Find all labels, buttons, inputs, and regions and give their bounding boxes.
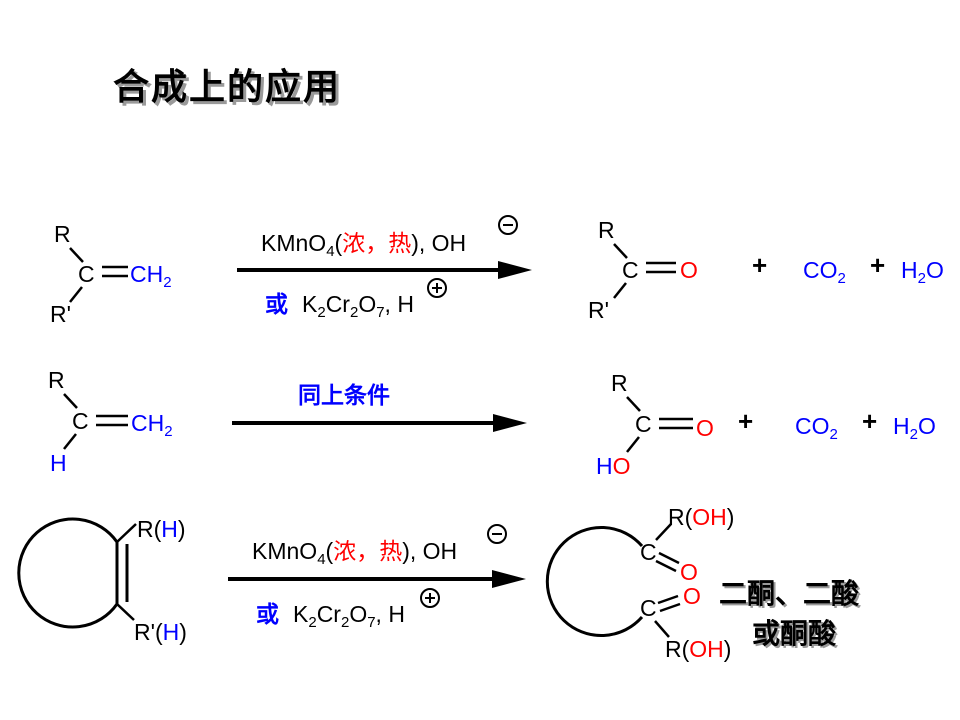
svg-text:O: O: [683, 583, 701, 609]
conditions-3: KMnO4(浓，热), OH 或 K2Cr2O7, H: [228, 524, 526, 631]
svg-text:C: C: [635, 411, 652, 437]
product-3-dicarbonyl: C R(OH) O C O R(OH): [545, 504, 734, 662]
water: H2O: [901, 257, 944, 287]
svg-text:R': R': [588, 297, 609, 323]
negative-charge-icon: [487, 524, 507, 544]
svg-text:C: C: [622, 257, 639, 283]
negative-charge-icon: [498, 215, 518, 235]
svg-text:R: R: [598, 217, 615, 243]
reaction-1: R C CH2 R' KMnO4(浓，热), OH 或 K2Cr2O7, H R: [50, 215, 944, 327]
svg-text:CH2: CH2: [131, 410, 173, 440]
ring-arc: [17, 517, 119, 629]
substituent-r-prime-h: R'(H): [134, 619, 187, 645]
product-2: R C O HO: [596, 370, 714, 479]
reactant-2: R C CH2 H: [48, 367, 173, 476]
svg-text:+: +: [870, 250, 885, 280]
positive-charge-icon: [420, 588, 440, 608]
svg-text:R(OH): R(OH): [668, 504, 734, 530]
svg-text:CO2: CO2: [795, 413, 838, 443]
substituent-r-h: R(H): [137, 516, 186, 542]
reaction-2: R C CH2 H 同上条件 R C O: [48, 367, 936, 479]
reaction-arrow-head: [493, 414, 527, 432]
byproducts-1: + CO2 + H2O: [752, 250, 944, 287]
product-1: R C O R': [588, 217, 698, 323]
svg-text:R(OH): R(OH): [665, 636, 731, 662]
svg-text:+: +: [738, 406, 753, 436]
summary-line-1: 二酮、二酸: [719, 577, 860, 610]
positive-charge-icon: [427, 278, 447, 298]
reaction-arrow-head: [492, 570, 526, 588]
open-chain-arc: [545, 526, 644, 637]
slide-title: 合成上的应用: [113, 67, 342, 108]
substituent-r-prime: R': [50, 301, 71, 327]
reactant-3-cycloalkene: R(H) R'(H): [17, 516, 187, 645]
conditions-2: 同上条件: [232, 382, 527, 432]
svg-text:或: 或: [256, 602, 279, 628]
reaction-arrow-head: [498, 261, 532, 279]
svg-text:R: R: [48, 367, 65, 393]
reagent-kmno4: KMnO4(浓，热), OH: [261, 230, 466, 260]
hydroxyl-group: HO: [596, 453, 631, 479]
svg-text:C: C: [640, 539, 657, 565]
svg-text:+: +: [862, 406, 877, 436]
byproducts-2: + CO2 + H2O: [738, 406, 936, 443]
same-conditions-label: 同上条件: [298, 382, 390, 409]
reactant-1: R C CH2 R': [50, 221, 172, 327]
conditions-1: KMnO4(浓，热), OH 或 K2Cr2O7, H: [237, 215, 532, 321]
carbon-atom: C: [78, 261, 95, 287]
svg-text:C: C: [640, 595, 657, 621]
oxygen-atom: O: [680, 257, 698, 283]
svg-text:O: O: [696, 415, 714, 441]
summary-line-2: 或酮酸: [752, 617, 837, 650]
svg-text:R: R: [611, 370, 628, 396]
hydrogen-atom: H: [50, 450, 67, 476]
methylene-group: CH2: [130, 261, 172, 291]
svg-text:H2O: H2O: [893, 413, 936, 443]
reaction-3: R(H) R'(H) KMnO4(浓，热), OH 或 K2Cr2O7, H C…: [17, 504, 734, 662]
carbon-dioxide: CO2: [803, 257, 846, 287]
svg-text:C: C: [72, 408, 89, 434]
or-label: 或: [265, 292, 288, 318]
svg-text:+: +: [752, 250, 767, 280]
substituent-r: R: [54, 221, 71, 247]
reagent-dichromate: K2Cr2O7, H: [302, 291, 414, 321]
svg-text:K2Cr2O7, H: K2Cr2O7, H: [293, 601, 405, 631]
svg-text:KMnO4(浓，热), OH: KMnO4(浓，热), OH: [252, 538, 457, 568]
svg-text:O: O: [680, 559, 698, 585]
